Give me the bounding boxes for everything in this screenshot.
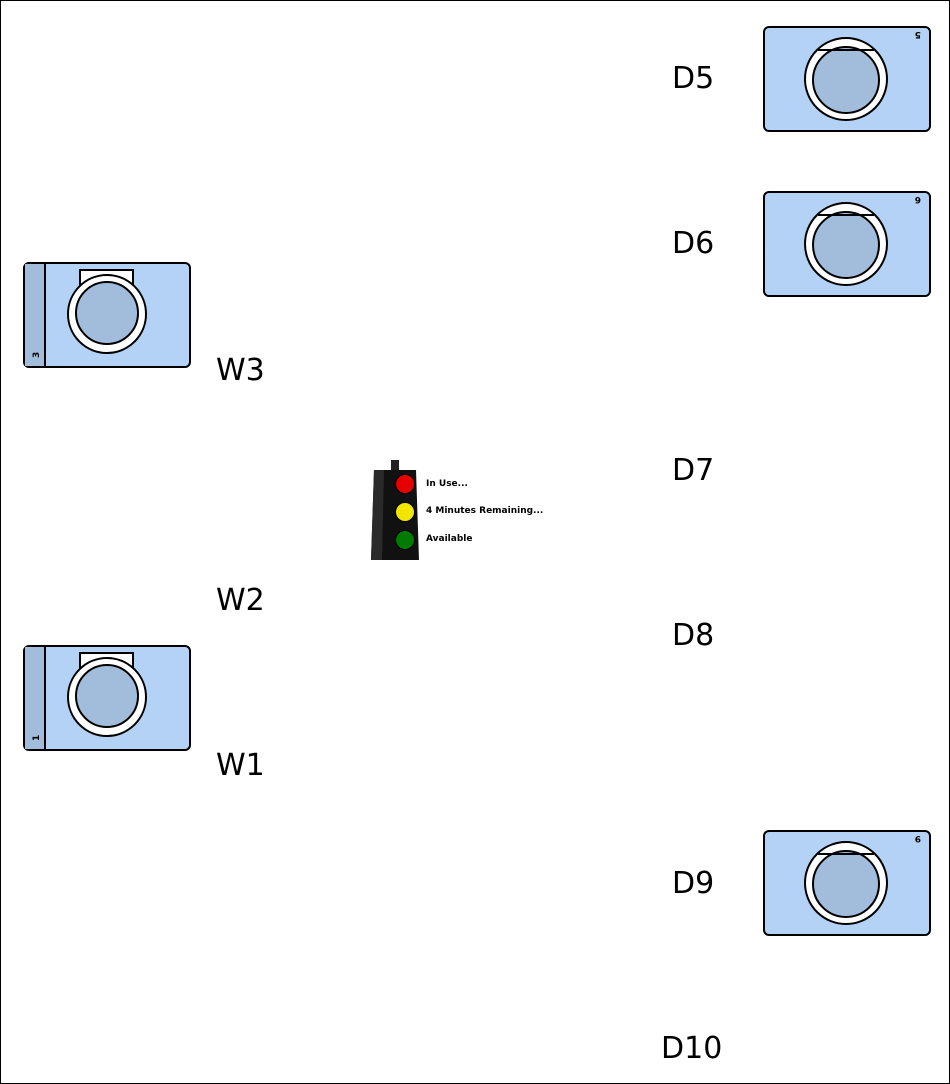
station-label-w2: W2 [216, 583, 265, 618]
station-label-d7: D7 [672, 453, 715, 488]
station-label-d9: D9 [672, 866, 715, 901]
station-label-d6: D6 [672, 226, 715, 261]
legend-minutes-remaining: 4 Minutes Remaining... [426, 506, 544, 516]
station-label-w1: W1 [216, 748, 265, 783]
washer-w3-number: 3 [32, 352, 42, 358]
legend-in-use: In Use... [426, 479, 468, 489]
green-light-icon [395, 530, 415, 550]
station-label-d5: D5 [672, 61, 715, 96]
red-light-icon [395, 474, 415, 494]
station-label-d8: D8 [672, 618, 715, 653]
dryer-d5[interactable]: 5 [763, 26, 931, 132]
station-label-d10: D10 [661, 1031, 723, 1066]
dryer-d5-number: 5 [915, 29, 921, 39]
dryer-d9-number: 9 [915, 833, 921, 843]
traffic-light-icon [371, 460, 419, 560]
legend-available: Available [426, 534, 473, 544]
dryer-d6-number: 6 [915, 194, 921, 204]
washer-w1[interactable]: 1 [23, 645, 191, 751]
dryer-d9[interactable]: 9 [763, 830, 931, 936]
yellow-light-icon [395, 502, 415, 522]
station-label-w3: W3 [216, 353, 265, 388]
washer-w3[interactable]: 3 [23, 262, 191, 368]
washer-w1-number: 1 [32, 735, 42, 741]
dryer-d6[interactable]: 6 [763, 191, 931, 297]
